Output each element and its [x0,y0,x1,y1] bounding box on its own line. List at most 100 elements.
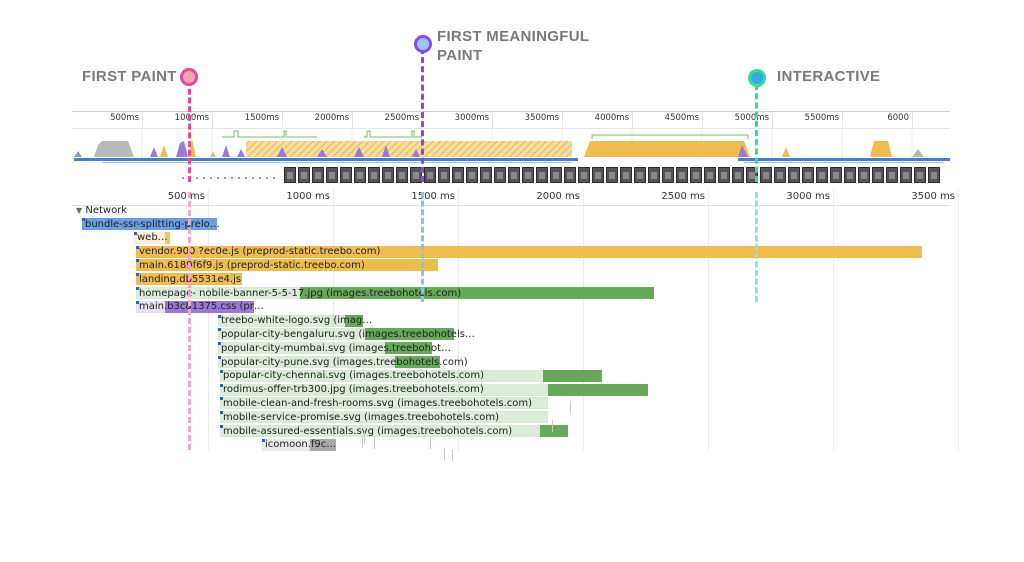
overview-tick-line [632,112,633,128]
network-bar[interactable] [385,342,432,355]
network-request-label[interactable]: mobile-assured-essentials.svg (images.tr… [223,425,513,437]
network-request-label[interactable]: popular-city-mumbai.svg (images.treeboho… [221,342,451,354]
network-bar[interactable] [548,383,648,396]
network-bar-waiting [218,328,365,341]
network-bar[interactable] [165,231,170,244]
network-priority-marker [136,287,139,290]
network-bar[interactable] [395,356,440,368]
filmstrip-frame[interactable] [578,167,590,183]
filmstrip-frame[interactable] [312,167,324,183]
network-request-label[interactable]: bundle-ssr-splitting-prelo… [85,218,220,230]
network-request-label[interactable]: mobile-clean-and-fresh-rooms.svg (images… [223,397,533,409]
network-priority-marker [220,397,223,401]
network-bar-waiting [262,438,310,451]
network-request-label[interactable]: popular-city-bengaluru.svg (images.treeb… [221,328,475,340]
network-bar-waiting [220,397,548,410]
filmstrip-frame[interactable] [886,167,898,183]
filmstrip-frame[interactable] [326,167,338,183]
filmstrip-frame[interactable] [858,167,870,183]
filmstrip-frame[interactable] [438,167,450,183]
network-request-label[interactable]: main.6189f6f9.js (preprod-static.treebo.… [139,259,365,271]
filmstrip-frame[interactable] [368,167,380,183]
filmstrip-frame[interactable] [718,167,730,183]
network-request-label[interactable]: homepage- nobile-banner-5-5-17.jpg (imag… [139,287,462,299]
network-request-label[interactable]: popular-city-chennai.svg (images.treeboh… [223,370,485,382]
filmstrip-frame[interactable] [480,167,492,183]
filmstrip-frame[interactable] [788,167,800,183]
filmstrip-frame[interactable] [424,167,436,183]
filmstrip-frame[interactable] [382,167,394,183]
filmstrip-frame[interactable] [732,167,744,183]
filmstrip-dot [231,177,233,179]
network-request-label[interactable]: popular-city-pune.svg (images.treebohote… [221,356,468,368]
filmstrip-frame[interactable] [802,167,814,183]
network-bar-waiting [220,425,540,437]
filmstrip-dot [259,177,261,179]
network-request-label[interactable]: mobile-service-promise.svg (images.treeb… [223,411,500,423]
filmstrip-dot [196,177,198,179]
filmstrip-frame[interactable] [662,167,674,183]
filmstrip[interactable] [72,165,950,188]
network-request-label[interactable]: treebo-white-logo.svg (imag… [221,315,373,327]
filmstrip-frame[interactable] [466,167,478,183]
filmstrip-frame[interactable] [774,167,786,183]
overview-tick-line [492,112,493,128]
filmstrip-frame[interactable] [634,167,646,183]
filmstrip-frame[interactable] [620,167,632,183]
filmstrip-frame[interactable] [816,167,828,183]
network-bar[interactable] [540,425,568,437]
filmstrip-frame[interactable] [396,167,408,183]
filmstrip-frame[interactable] [298,167,310,183]
filmstrip-frame[interactable] [564,167,576,183]
network-bar[interactable] [310,438,336,451]
filmstrip-dot [217,177,219,179]
overview-tick-line [912,112,913,128]
overview-tick-line [212,112,213,128]
filmstrip-frame[interactable] [872,167,884,183]
filmstrip-frame[interactable] [690,167,702,183]
filmstrip-frame[interactable] [914,167,926,183]
filmstrip-frame[interactable] [522,167,534,183]
overview-activity-chart[interactable] [72,127,950,163]
filmstrip-frame[interactable] [844,167,856,183]
network-section-header[interactable]: ▼ Network [76,205,127,216]
overview-tick-label: 2000ms [314,113,349,123]
filmstrip-frame[interactable] [340,167,352,183]
filmstrip-frame[interactable] [760,167,772,183]
expand-triangle-icon[interactable]: ▼ [76,206,83,215]
filmstrip-frame[interactable] [928,167,940,183]
network-bar[interactable] [82,218,217,230]
network-bar[interactable] [345,314,363,327]
filmstrip-frame[interactable] [830,167,842,183]
network-bar[interactable] [136,245,922,258]
network-request-label[interactable]: icomoon.f9c… [265,439,337,451]
filmstrip-frame[interactable] [592,167,604,183]
filmstrip-frame[interactable] [550,167,562,183]
network-request-label[interactable]: main.b3c81375.css (pr… [139,301,264,313]
filmstrip-frame[interactable] [704,167,716,183]
filmstrip-frame[interactable] [648,167,660,183]
filmstrip-frame[interactable] [536,167,548,183]
filmstrip-frame[interactable] [508,167,520,183]
filmstrip-frame[interactable] [606,167,618,183]
network-bar[interactable] [365,328,454,341]
filmstrip-frame[interactable] [676,167,688,183]
network-request-label[interactable]: rodimus-offer-trb300.jpg (images.treeboh… [223,384,484,396]
filmstrip-frame[interactable] [354,167,366,183]
network-bar[interactable] [136,259,438,272]
network-request-label[interactable]: vendor.900 ?ec0e.js (preprod-static.tree… [139,246,381,258]
filmstrip-frame[interactable] [494,167,506,183]
filmstrip-frame[interactable] [284,167,296,183]
filmstrip-frame[interactable] [452,167,464,183]
first-meaningful-paint-line [421,48,424,182]
network-request-label[interactable]: web… [137,232,168,244]
network-bar[interactable] [543,369,602,382]
overview-tick-line [282,112,283,128]
filmstrip-frame[interactable] [900,167,912,183]
network-bar[interactable] [165,300,254,313]
overview-tick-label: 5000ms [734,113,769,123]
network-bar[interactable] [300,287,654,299]
network-tick [362,436,363,448]
